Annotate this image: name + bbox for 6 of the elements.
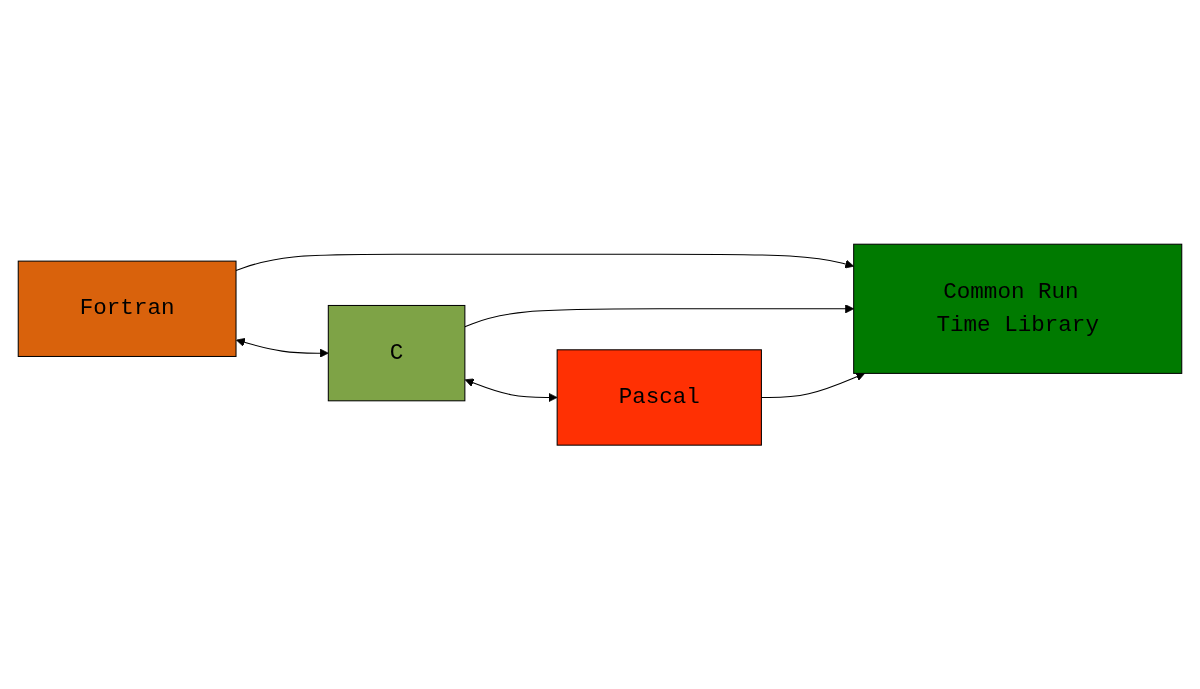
node-box: Common Run Time Library: [853, 243, 1183, 374]
arrow: [464, 378, 558, 402]
node-box: C: [327, 304, 466, 402]
node-box: Pascal: [556, 349, 762, 446]
arrow: [236, 337, 329, 358]
node-box: Fortran: [17, 260, 237, 357]
